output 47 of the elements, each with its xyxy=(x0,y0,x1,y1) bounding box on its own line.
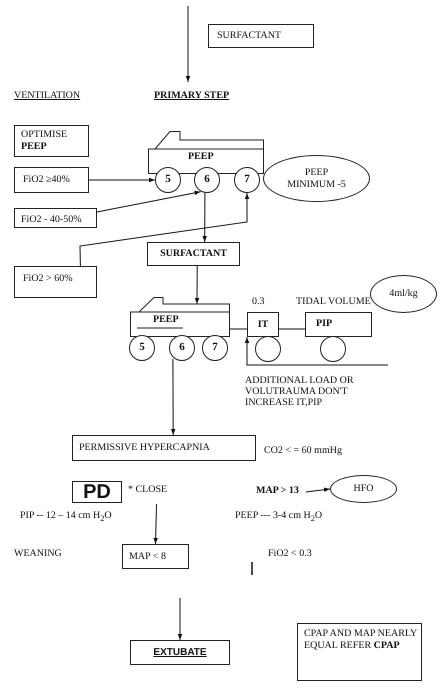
process-box: FiO2 - 40-50% xyxy=(14,208,97,228)
note-text: WEANING xyxy=(14,548,62,559)
process-box: OPTIMISE PEEP xyxy=(14,125,89,157)
condition-text: MAP > 13 xyxy=(256,485,306,499)
note-text: PEEP --- 3-4 cm H$_{2}$O xyxy=(235,510,322,523)
arrow xyxy=(194,266,200,304)
wheel-circle: 7 xyxy=(234,167,260,193)
side-note: * CLOSE xyxy=(128,484,168,495)
arrow xyxy=(80,192,250,266)
note-text: FiO2 < 0.3 xyxy=(268,548,312,559)
arrow xyxy=(96,190,201,212)
process-box: FiO2 ≥40% xyxy=(14,167,89,193)
process-box: MAP < 8 xyxy=(122,544,189,569)
process-box: PD xyxy=(72,481,122,503)
note-text: PIP -- 12 – 14 cm H$_{2}$O xyxy=(20,510,112,523)
process-box: EXTUBATE xyxy=(130,640,230,665)
arrow xyxy=(202,192,207,242)
wheel-circle xyxy=(255,336,281,362)
process-box: SURFACTANT xyxy=(147,242,240,266)
arrow xyxy=(88,178,156,182)
arrow xyxy=(153,504,158,544)
note-text: VENTILATION xyxy=(14,90,80,101)
ellipse-node: 4ml/kg xyxy=(370,275,437,313)
side-note: 0.3 xyxy=(252,296,264,307)
arrow xyxy=(170,358,176,436)
arrow xyxy=(244,336,388,366)
process-box: SURFACTANT xyxy=(208,24,314,48)
note-text: ADDITIONAL LOAD OR VOLUTRAUMA DON'T INCREASE IT,PIP xyxy=(245,375,355,408)
ellipse-node: PEEP MINIMUM -5 xyxy=(263,155,370,202)
arrow xyxy=(306,488,330,492)
wheel-circle: 6 xyxy=(169,335,195,361)
side-note: CO2 < = 60 mmHg xyxy=(264,445,342,456)
process-box: PIP xyxy=(305,312,372,337)
process-box: PERMISSIVE HYPERCAPNIA xyxy=(72,435,256,461)
process-box: FiO2 > 60% xyxy=(14,266,97,298)
wheel-circle xyxy=(320,336,346,362)
arrow xyxy=(178,598,182,640)
process-box: CPAP AND MAP NEARLY EQUAL REFER CPAP xyxy=(297,623,422,681)
note-text: PRIMARY STEP xyxy=(154,90,230,101)
connector-line xyxy=(278,328,306,330)
wheel-circle: 5 xyxy=(155,167,181,193)
ellipse-node: HFO xyxy=(330,475,397,503)
process-box: IT xyxy=(247,312,279,337)
wheel-circle: 5 xyxy=(129,335,155,361)
connector-line xyxy=(230,328,248,330)
note-text: TIDAL VOLUME xyxy=(296,296,371,307)
wheel-circle: 7 xyxy=(202,335,228,361)
